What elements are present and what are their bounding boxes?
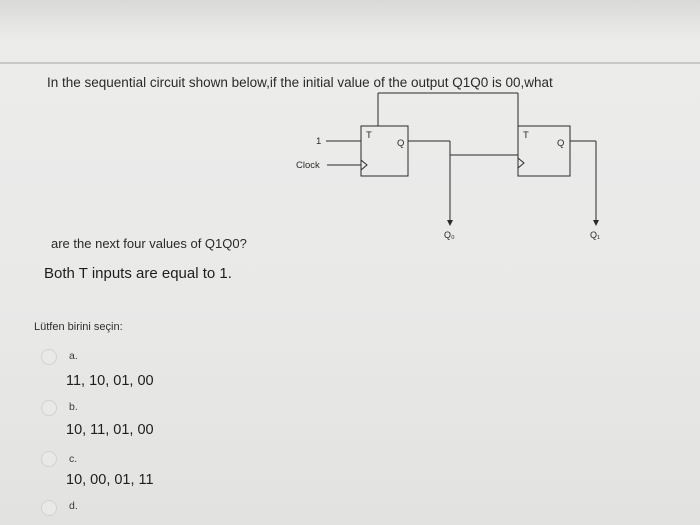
- option-c-letter: c.: [69, 453, 78, 465]
- q1-output-label: Q₁: [590, 230, 600, 240]
- option-a-letter: a.: [69, 350, 78, 362]
- instruction-text: Lütfen birini seçin:: [34, 321, 123, 333]
- radio-button-c[interactable]: [41, 451, 57, 467]
- ff1-t-label: T: [523, 130, 529, 141]
- option-c-value: 10, 00, 01, 11: [66, 472, 154, 488]
- flip-flop-0: [360, 125, 409, 177]
- clock-label: Clock: [296, 160, 320, 171]
- circuit-diagram: 1 Clock T Q T Q Q₀ Q₁: [296, 92, 600, 240]
- input-one-label: 1: [316, 136, 321, 147]
- question-text-line-1: In the sequential circuit shown below,if…: [47, 75, 553, 90]
- radio-button-d[interactable]: [41, 500, 57, 516]
- option-d-letter: d.: [69, 500, 78, 512]
- ff1-q-label: Q: [557, 138, 564, 149]
- option-b[interactable]: b. 10, 11, 01, 00: [0, 396, 400, 446]
- option-b-letter: b.: [69, 401, 78, 413]
- q0-output-label: Q₀: [444, 230, 455, 240]
- ff0-t-label: T: [366, 130, 372, 141]
- option-c[interactable]: c. 10, 00, 01, 11: [0, 447, 400, 497]
- flip-flop-1: [517, 125, 571, 177]
- option-b-value: 10, 11, 01, 00: [66, 422, 154, 438]
- radio-button-a[interactable]: [41, 349, 57, 365]
- radio-button-b[interactable]: [41, 400, 57, 416]
- question-text-line-3: Both T inputs are equal to 1.: [44, 265, 232, 282]
- question-text-line-2: are the next four values of Q1Q0?: [51, 236, 247, 251]
- option-a[interactable]: a. 11, 10, 01, 00: [0, 345, 400, 395]
- option-d[interactable]: d.: [0, 496, 400, 525]
- option-a-value: 11, 10, 01, 00: [66, 373, 154, 389]
- page-divider: [0, 62, 700, 64]
- ff0-q-label: Q: [397, 138, 404, 149]
